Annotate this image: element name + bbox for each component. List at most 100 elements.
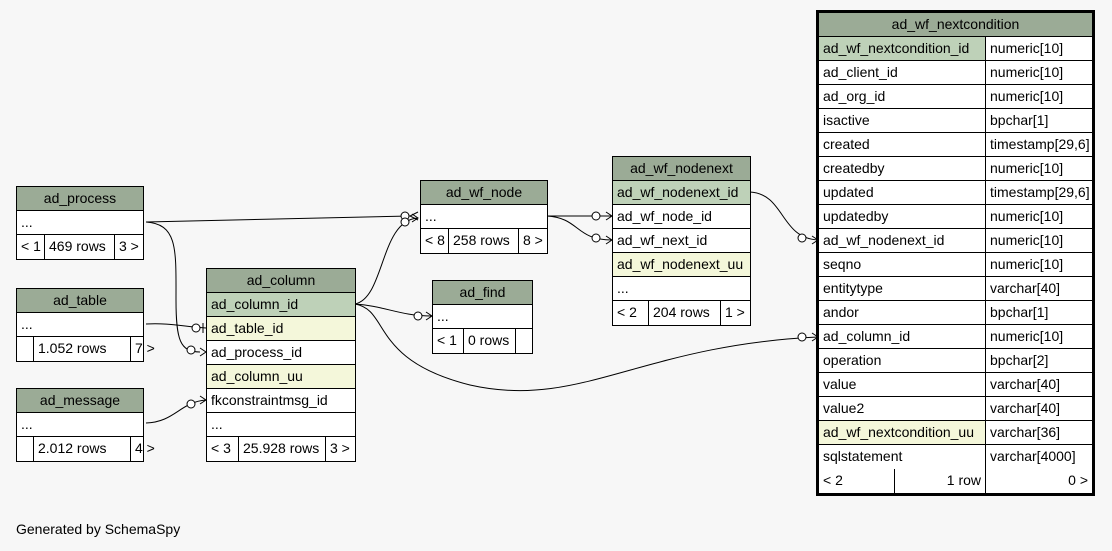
edge-crowfoot	[411, 213, 419, 223]
ellipsis-cell: ...	[21, 214, 33, 230]
children-count	[515, 329, 532, 353]
ellipsis-cell: ...	[617, 280, 629, 296]
table-row: ...	[207, 413, 355, 437]
edge-ad-column-to-ad-wf-node	[354, 217, 419, 305]
children-count: 8 >	[518, 229, 547, 253]
table-footer-row: < 3 25.928 rows 3 >	[207, 437, 355, 461]
column-type: bpchar[1]	[985, 301, 1092, 324]
column-row-ad-table-id[interactable]: ad_table_id	[207, 317, 355, 341]
column-name: created	[823, 136, 870, 152]
table-title[interactable]: ad_wf_node	[421, 181, 547, 205]
edge-ad-message-to-ad-column	[145, 399, 207, 424]
column-row-ad-wf-nodenext-id[interactable]: ad_wf_nodenext_id	[613, 181, 750, 205]
row-count: 25.928 rows	[238, 437, 325, 461]
table-title[interactable]: ad_wf_nodenext	[613, 157, 750, 181]
column-type: varchar[40]	[985, 397, 1092, 420]
edge-end-circle	[797, 332, 807, 342]
parents-count: < 2	[823, 472, 843, 488]
table-row: ...	[613, 277, 750, 301]
table-ad-process[interactable]: ad_process ... < 1 469 rows 3 >	[16, 186, 144, 260]
column-type: numeric[10]	[985, 85, 1092, 108]
row-count: 1 row	[894, 469, 985, 493]
table-ad-message[interactable]: ad_message ... 2.012 rows 4 >	[16, 388, 155, 462]
parents-count: < 1	[437, 332, 457, 348]
edge-nodenext-to-nextcondition	[749, 191, 819, 241]
table-footer-row: < 1 469 rows 3 >	[17, 235, 143, 259]
table-title[interactable]: ad_column	[207, 269, 355, 293]
column-row-andor[interactable]: andor bpchar[1]	[819, 301, 1092, 325]
column-name: ad_wf_nextcondition_id	[819, 37, 985, 60]
parents-count: < 8	[425, 232, 445, 248]
column-row-ad-wf-nodenext-uu[interactable]: ad_wf_nodenext_uu	[613, 253, 750, 277]
table-ad-table[interactable]: ad_table ... 1.052 rows 7 >	[16, 288, 155, 362]
table-ad-find[interactable]: ad_find ... < 1 0 rows	[432, 280, 533, 354]
edge-ad-column-to-ad-wf-nextcondition	[354, 303, 819, 392]
parents-count: < 1	[21, 238, 41, 254]
table-footer-row: 1.052 rows 7 >	[17, 337, 155, 361]
column-row-fkconstraintmsg-id[interactable]: fkconstraintmsg_id	[207, 389, 355, 413]
column-row-updated[interactable]: updated timestamp[29,6]	[819, 181, 1092, 205]
table-title[interactable]: ad_message	[17, 389, 143, 413]
column-row-ad-column-uu[interactable]: ad_column_uu	[207, 365, 355, 389]
column-type: timestamp[29,6]	[985, 181, 1092, 204]
table-title[interactable]: ad_table	[17, 289, 143, 313]
column-row-ad-column-id[interactable]: ad_column_id	[207, 293, 355, 317]
column-type: numeric[10]	[985, 229, 1092, 252]
edge-end-circle	[591, 233, 601, 243]
table-footer-row: < 2 1 row 0 >	[819, 469, 1092, 493]
table-footer-row: < 8 258 rows 8 >	[421, 229, 547, 253]
table-title[interactable]: ad_find	[433, 281, 532, 305]
row-count: 2.012 rows	[33, 437, 130, 461]
edge-end-circle	[797, 233, 807, 243]
table-row: ...	[17, 413, 143, 437]
table-footer-row: < 2 204 rows 1 >	[613, 301, 750, 325]
column-name: andor	[823, 304, 859, 320]
children-count: 3 >	[114, 235, 143, 259]
edge-end-circle	[186, 345, 196, 355]
column-name: updated	[823, 184, 874, 200]
children-count: 3 >	[325, 437, 355, 461]
table-title[interactable]: ad_wf_nextcondition	[819, 13, 1092, 37]
table-ad-column[interactable]: ad_column ad_column_id ad_table_id ad_pr…	[206, 268, 356, 462]
table-row: ...	[433, 305, 532, 329]
table-title[interactable]: ad_process	[17, 187, 143, 211]
column-name: ad_wf_nextcondition_uu	[819, 421, 985, 444]
ellipsis-cell: ...	[211, 416, 223, 432]
column-type: numeric[10]	[985, 37, 1092, 60]
column-type: varchar[36]	[985, 421, 1092, 444]
column-row-ad-process-id[interactable]: ad_process_id	[207, 341, 355, 365]
table-ad-wf-node[interactable]: ad_wf_node ... < 8 258 rows 8 >	[420, 180, 548, 254]
children-count: 4 >	[130, 437, 155, 461]
edge-end-circle	[191, 323, 201, 333]
table-ad-wf-nextcondition[interactable]: ad_wf_nextcondition ad_wf_nextcondition_…	[816, 10, 1095, 496]
row-count: 204 rows	[648, 301, 720, 325]
column-row-ad-wf-node-id[interactable]: ad_wf_node_id	[613, 205, 750, 229]
column-type: numeric[10]	[985, 253, 1092, 276]
table-footer-row: < 1 0 rows	[433, 329, 532, 353]
generated-by-footer: Generated by SchemaSpy	[16, 521, 181, 537]
column-row-ad-wf-next-id[interactable]: ad_wf_next_id	[613, 229, 750, 253]
column-type: varchar[40]	[985, 373, 1092, 396]
children-count: 1 >	[720, 301, 750, 325]
ellipsis-cell: ...	[425, 208, 437, 224]
table-ad-wf-nodenext[interactable]: ad_wf_nodenext ad_wf_nodenext_id ad_wf_n…	[612, 156, 751, 326]
column-type: numeric[10]	[985, 205, 1092, 228]
